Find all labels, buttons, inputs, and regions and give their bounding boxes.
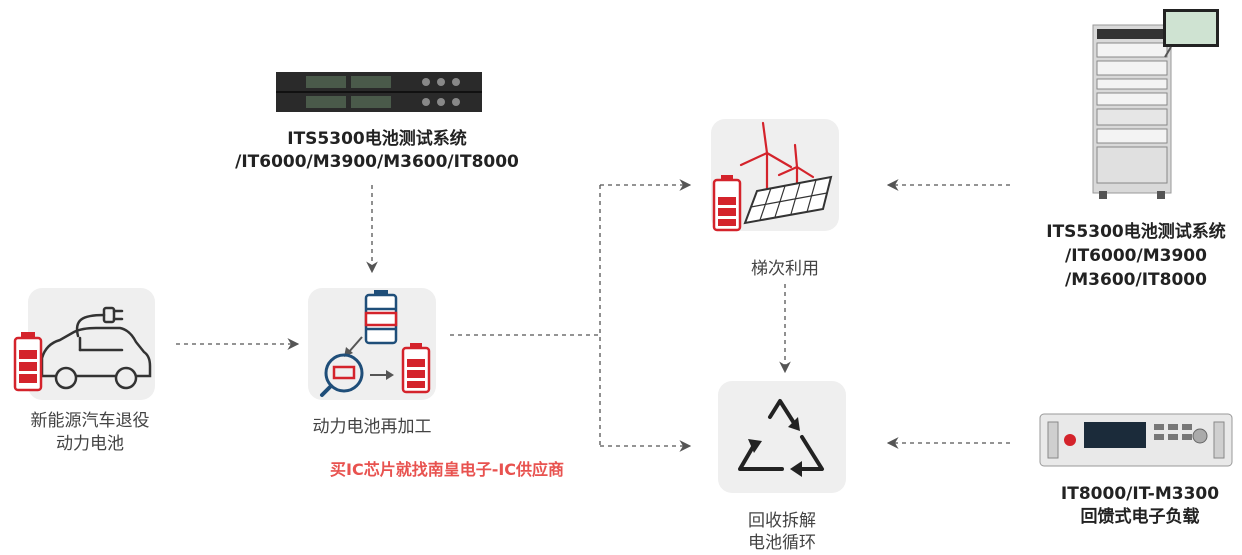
ev-car-icon xyxy=(13,306,152,392)
test-rack-cabinet-image xyxy=(1092,9,1219,199)
electronic-load-image xyxy=(1039,413,1233,467)
right-system-title: ITS5300电池测试系统 xyxy=(1046,222,1226,242)
ev-label-line1: 新能源汽车退役 xyxy=(30,411,150,431)
power-supply-rack-image xyxy=(276,72,482,112)
top-system-models: /IT6000/M3900/M3600/IT8000 xyxy=(235,152,519,172)
load-title: 回馈式电子负载 xyxy=(1080,507,1200,527)
top-system-title: ITS5300电池测试系统 xyxy=(287,129,467,149)
recycle-label-line2: 电池循环 xyxy=(748,533,816,553)
recycle-label-line1: 回收拆解 xyxy=(748,511,816,531)
load-models: IT8000/IT-M3300 xyxy=(1060,484,1220,504)
recycle-icon xyxy=(738,399,824,477)
watermark-text: 买IC芯片就找南皇电子-IC供应商 xyxy=(330,460,565,479)
ev-label-line2: 动力电池 xyxy=(56,434,124,454)
battery-reprocess-icon xyxy=(320,290,431,397)
right-system-models-2: /M3600/IT8000 xyxy=(1065,270,1207,290)
recycle-tile xyxy=(718,381,846,493)
reprocess-label: 动力电池再加工 xyxy=(312,417,432,437)
right-system-models-1: /IT6000/M3900 xyxy=(1065,246,1207,266)
secondary-use-label: 梯次利用 xyxy=(751,259,819,279)
solar-wind-battery-icon xyxy=(712,121,833,232)
